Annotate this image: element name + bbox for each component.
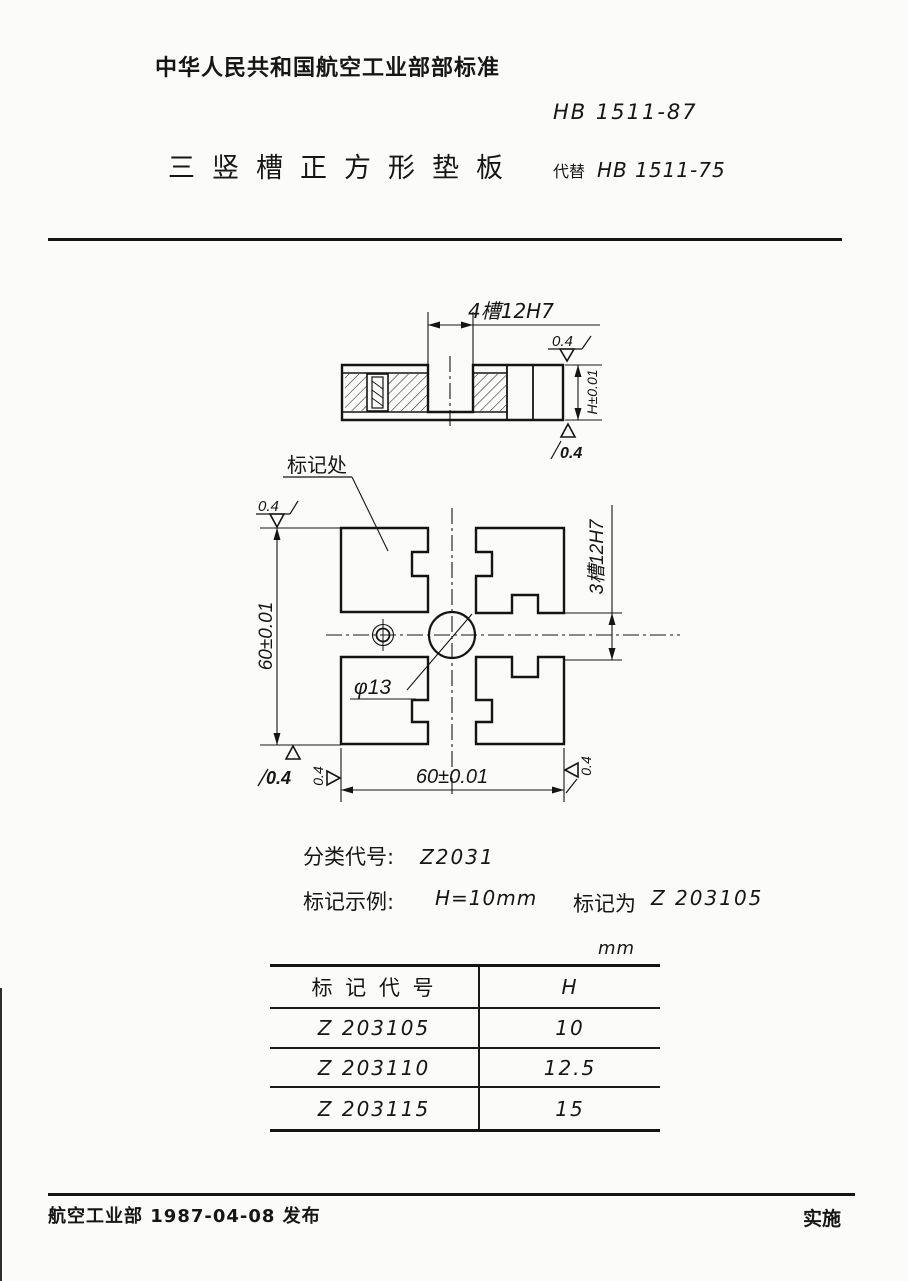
- bottom-dim-label: 60±0.01: [416, 766, 488, 788]
- table-row-code: Z 203105: [270, 1009, 480, 1049]
- table-row-h: 10: [480, 1009, 660, 1049]
- finish-value: 0.4: [578, 756, 594, 776]
- hole-dim-label: φ13: [354, 676, 391, 699]
- arrowhead: [341, 786, 353, 794]
- marking-spot-label: 标记处: [287, 454, 347, 477]
- arrowhead: [552, 786, 564, 794]
- center-hole: [427, 610, 477, 660]
- arrowhead: [574, 365, 582, 377]
- document-title: 三竖槽正方形垫板: [168, 153, 520, 184]
- surface-finish-icon: [559, 422, 577, 438]
- plate-lower-left: [339, 655, 430, 746]
- footer-rule: [48, 1193, 855, 1196]
- marking-condition: H=10mm: [435, 886, 538, 910]
- classification-label: 分类代号:: [303, 845, 395, 869]
- table-unit-label: mm: [598, 938, 636, 959]
- section-outline: [340, 363, 565, 422]
- replaces-number: HB 1511-75: [597, 158, 726, 182]
- org-title: 中华人民共和国航空工业部部标准: [155, 56, 501, 81]
- replaces-note: 代替 HB 1511-75: [553, 158, 726, 182]
- spec-table: 标 记 代 号 H Z 203105 10 Z 203110 12.5 Z 20…: [270, 964, 660, 1132]
- finish-value: 0.4: [560, 445, 582, 462]
- surface-finish-icon: [326, 769, 342, 787]
- finish-value: 0.4: [266, 768, 291, 788]
- arrowhead: [608, 648, 616, 660]
- classification-value: Z2031: [420, 845, 495, 869]
- standard-number: HB 1511-87: [553, 100, 698, 124]
- finish-value: 0.4: [310, 766, 326, 786]
- arrowhead: [273, 733, 281, 745]
- table-row-code: Z 203110: [270, 1049, 480, 1088]
- scan-artifact: [0, 988, 2, 1281]
- side-dim-label: 60±0.01: [256, 602, 277, 671]
- marking-example-line: 标记示例: H=10mm 标记为 Z 203105: [303, 886, 803, 916]
- classification-line: 分类代号: Z2031: [303, 841, 495, 871]
- table-row-h: 15: [480, 1088, 660, 1132]
- surface-finish-icon: [558, 348, 576, 363]
- table-header-h: H: [480, 967, 660, 1009]
- slot3-label: 3槽12H7: [587, 518, 608, 594]
- technical-drawing: 4槽12H7 H±0.01 0.4 0.4: [256, 299, 680, 802]
- surface-finish-icon: [268, 513, 286, 529]
- height-dim-label: H±0.01: [584, 369, 600, 414]
- arrowhead: [574, 408, 582, 420]
- marking-result-value: Z 203105: [651, 886, 764, 910]
- surface-finish-icon: [563, 761, 579, 779]
- side-hole: [371, 619, 395, 651]
- marking-example-label: 标记示例:: [303, 890, 395, 914]
- footer-issued: 航空工业部 1987-04-08 发布: [48, 1206, 321, 1227]
- footer-implemented: 实施: [803, 1208, 842, 1230]
- arrowhead: [608, 613, 616, 625]
- finish-value: 0.4: [258, 498, 279, 515]
- plate-upper-right: [474, 526, 566, 615]
- arrowhead: [428, 321, 440, 329]
- finish-value: 0.4: [552, 333, 573, 350]
- hatch-right: [474, 374, 506, 411]
- arrowhead: [461, 321, 473, 329]
- replaces-label: 代替: [553, 162, 586, 181]
- arrowhead: [273, 528, 281, 540]
- section-view: 4槽12H7 H±0.01 0.4 0.4: [340, 299, 602, 462]
- table-row-code: Z 203115: [270, 1088, 480, 1132]
- table-header-code: 标 记 代 号: [270, 967, 480, 1009]
- screw-hole-section: [366, 373, 389, 412]
- slot4-label: 4槽12H7: [468, 299, 554, 323]
- table-row-h: 12.5: [480, 1049, 660, 1088]
- header-rule: [48, 238, 842, 241]
- marking-result-label: 标记为: [573, 892, 636, 916]
- plate-upper-left: [339, 526, 430, 614]
- plan-view: φ13 标记处 60±0.01 0.4 60±0.01: [256, 454, 680, 802]
- surface-finish-icon: [284, 744, 302, 760]
- plate-lower-right: [474, 655, 566, 746]
